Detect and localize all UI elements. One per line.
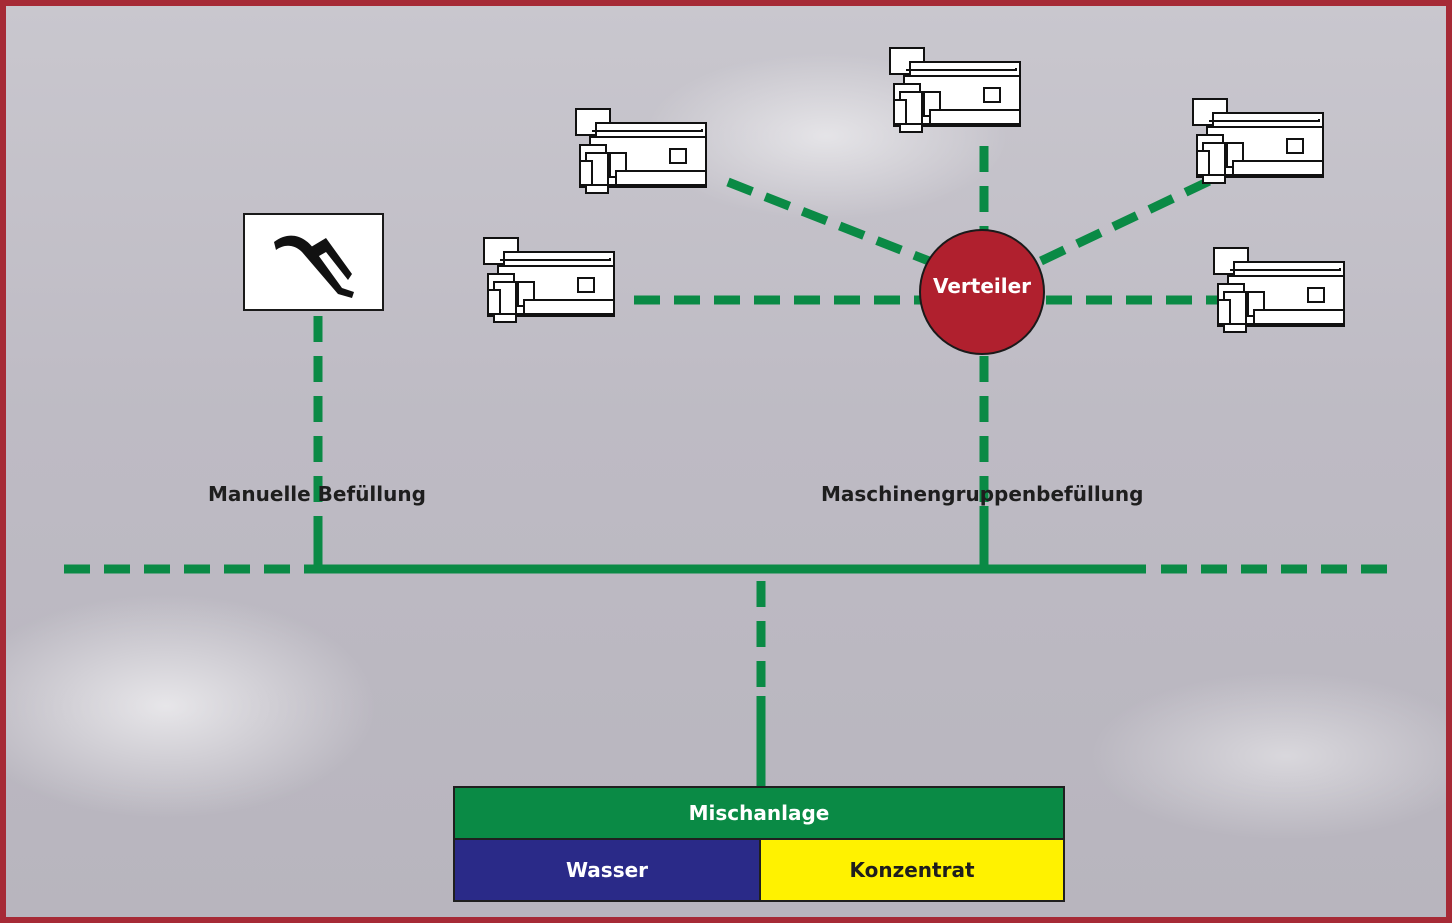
filling-nozzle-icon: [274, 235, 354, 298]
distributor-label: Verteiler: [932, 274, 1032, 298]
machine-tool-icon: [575, 108, 707, 194]
dash-upper-left: [726, 177, 931, 266]
machine-tool-icon: [1213, 247, 1345, 333]
machine-tool-icon: [483, 237, 615, 323]
distributor-node: [919, 229, 1045, 355]
water-box: Wasser: [453, 838, 761, 902]
dashed-lines: [64, 146, 1401, 706]
manual-filling-label: Manuelle Befüllung: [208, 482, 426, 506]
dash-upper-right: [1039, 171, 1222, 266]
mixing-unit-box: Mischanlage: [453, 786, 1065, 840]
group-filling-label: Maschinengruppenbefüllung: [821, 482, 1144, 506]
machine-tool-icon: [1192, 98, 1324, 184]
machine-tool-icon: [889, 47, 1021, 133]
concentrate-box: Konzentrat: [759, 838, 1065, 902]
solid-lines: [306, 506, 1146, 788]
manual-filling-box: [243, 213, 384, 311]
diagram-canvas: [64, 47, 1401, 788]
